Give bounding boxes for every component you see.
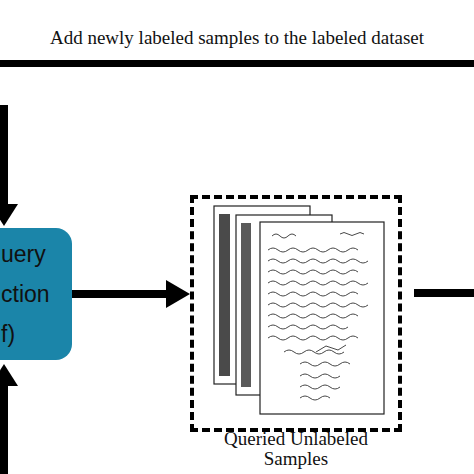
process-box: uery ction f)	[0, 228, 72, 360]
box-label: uery ction f)	[1, 234, 68, 354]
feedback-label: Add newly labeled samples to the labeled…	[0, 27, 474, 49]
incoming-arrow	[0, 384, 8, 474]
flow-arrow	[72, 290, 170, 298]
arrow-head	[0, 364, 18, 386]
sample-group: Queried Unlabeled Samples	[190, 195, 402, 432]
scan-shadow	[219, 214, 230, 376]
outgoing-line	[414, 289, 474, 297]
handwriting	[268, 233, 368, 401]
group-caption: Queried Unlabeled Samples	[206, 429, 386, 469]
feedback-line	[0, 60, 474, 67]
incoming-arrow	[0, 105, 8, 206]
arrow-head	[0, 204, 18, 226]
document-stack	[214, 206, 384, 414]
document-page	[260, 222, 384, 414]
scan-shadow	[241, 223, 251, 387]
